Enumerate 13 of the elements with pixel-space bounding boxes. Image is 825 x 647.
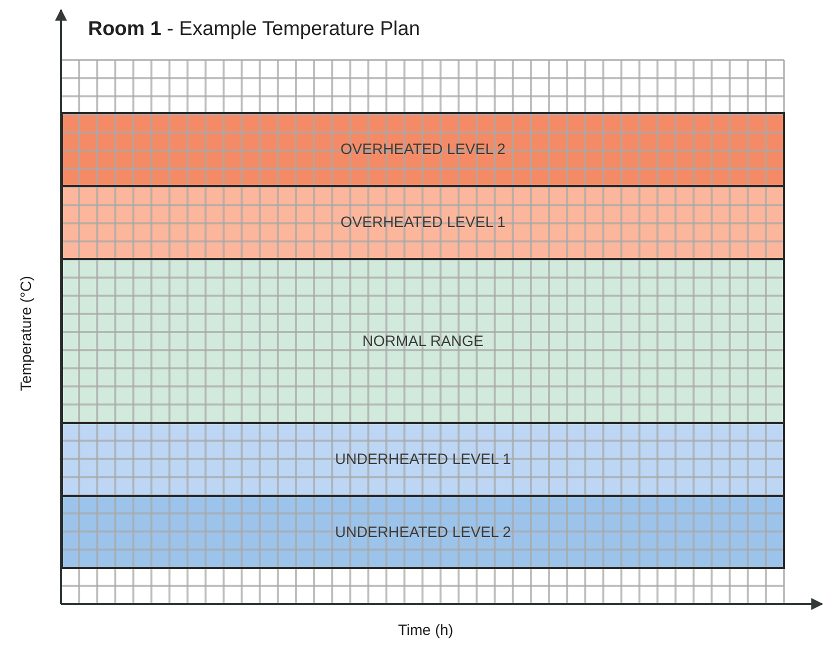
chart-title: Room 1 - Example Temperature Plan [88, 18, 420, 41]
temperature-band [61, 495, 785, 569]
y-axis-label: Temperature (°C) [18, 275, 35, 391]
temperature-band [61, 185, 785, 260]
temperature-band [61, 422, 785, 497]
temperature-band [61, 112, 785, 187]
band-label: UNDERHEATED LEVEL 1 [335, 451, 511, 468]
band-label: UNDERHEATED LEVEL 2 [335, 524, 511, 540]
x-axis-label: Time (h) [398, 622, 454, 639]
temperature-band [61, 258, 785, 424]
band-label: OVERHEATED LEVEL 1 [340, 214, 506, 231]
band-label: OVERHEATED LEVEL 2 [340, 141, 506, 158]
band-label: NORMAL RANGE [362, 332, 484, 350]
